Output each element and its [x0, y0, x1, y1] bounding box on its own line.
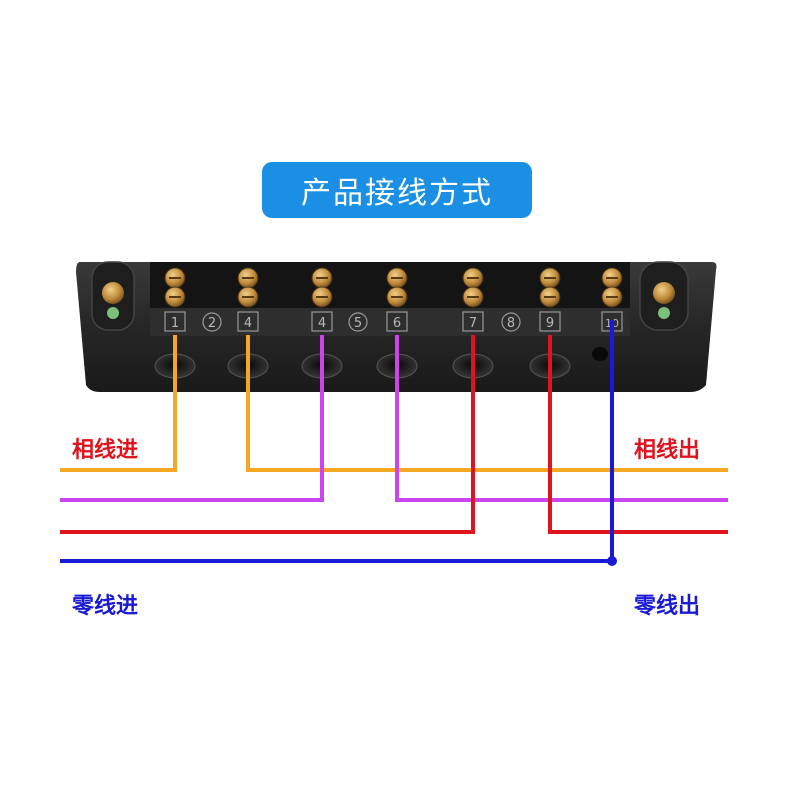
terminal-number-box — [164, 311, 186, 332]
wire-phase-in-red — [60, 335, 475, 534]
terminal-number-box — [386, 311, 408, 332]
terminal-number: 2 — [208, 316, 216, 331]
terminal-number: 8 — [507, 316, 515, 331]
wire-phase-out-red — [548, 335, 728, 534]
terminal-number: 1 — [171, 316, 179, 331]
neutral-hole — [592, 347, 608, 361]
wire-phase-in-orange — [60, 335, 177, 472]
left-mount-washer — [107, 307, 119, 319]
terminal-number: 5 — [354, 316, 362, 331]
left-mount-screw — [102, 282, 124, 304]
terminal-number-circle — [501, 312, 521, 332]
terminal-number: 9 — [546, 316, 554, 331]
neutral-in-label: 零线进 — [72, 594, 139, 619]
wires — [60, 320, 728, 566]
terminal-number: 4 — [318, 316, 326, 331]
phase-in-label: 相线进 — [72, 438, 139, 463]
page-title: 产品接线方式 — [301, 176, 493, 211]
terminal-number: 7 — [469, 316, 477, 331]
terminal-number: 6 — [393, 316, 401, 331]
terminal-number-circle — [348, 312, 368, 332]
right-mount-washer — [658, 307, 670, 319]
neutral-junction-dot — [607, 556, 617, 566]
wire-phase-out-magenta — [395, 335, 728, 502]
terminal-number-box — [539, 311, 561, 332]
terminal-screws — [164, 267, 623, 308]
phase-out-label: 相线出 — [634, 438, 701, 463]
title-banner: 产品接线方式 — [262, 162, 532, 218]
terminal-number-box — [462, 311, 484, 332]
neutral-out-label: 零线出 — [634, 594, 701, 619]
terminal-number-box — [237, 311, 259, 332]
terminal-number: 4 — [244, 316, 252, 331]
terminal-number-circle — [202, 312, 222, 332]
wire-phase-out-orange — [246, 335, 728, 472]
wire-phase-in-magenta — [60, 335, 324, 502]
terminal-number-box — [311, 311, 333, 332]
right-mount-screw — [653, 282, 675, 304]
